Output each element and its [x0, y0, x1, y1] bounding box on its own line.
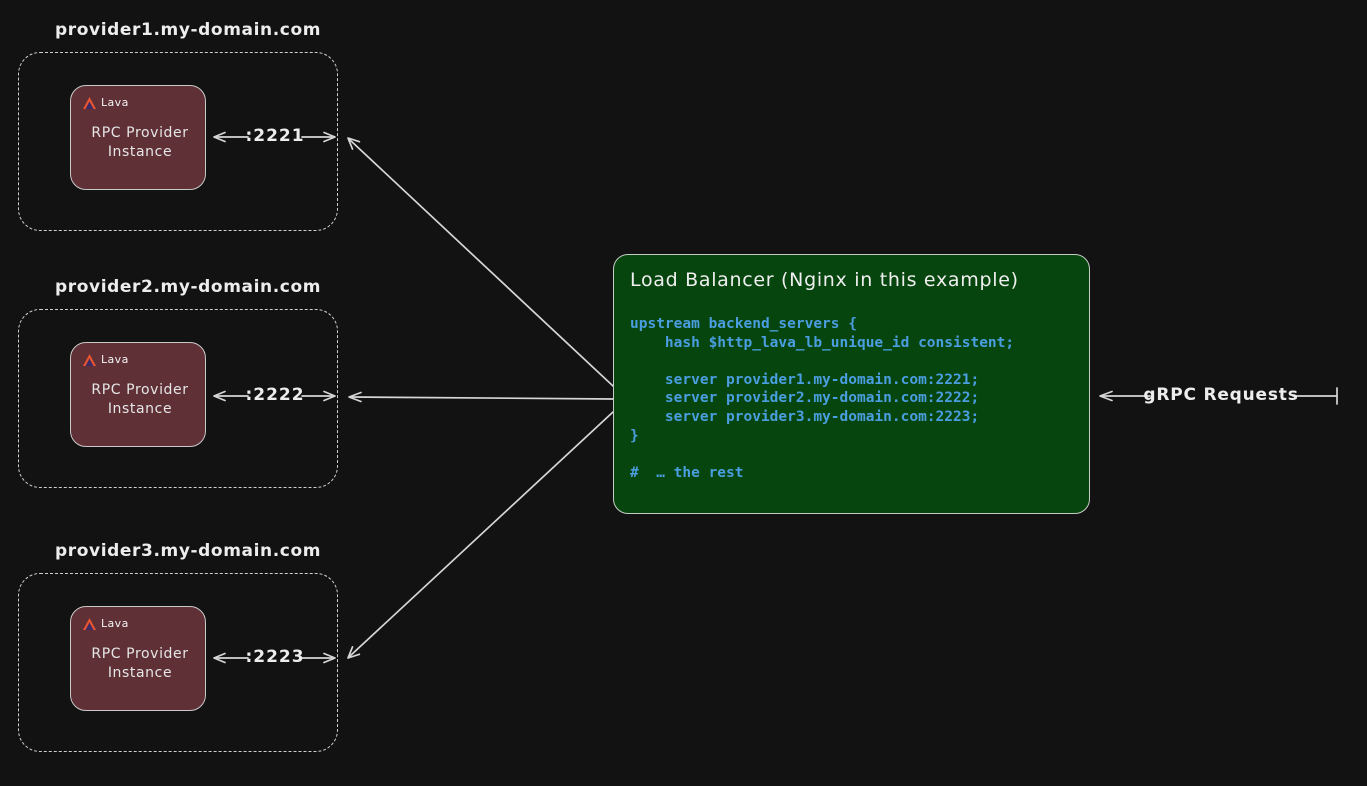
lava-triangle-icon — [83, 353, 96, 366]
lava-logo-label: Lava — [101, 617, 129, 630]
lava-logo: Lava — [83, 353, 197, 366]
provider1-port-label: :2221 — [245, 126, 305, 146]
load-balancer-title: Load Balancer (Nginx in this example) — [630, 269, 1019, 291]
provider3-port-label: :2223 — [245, 647, 305, 667]
provider1-instance-label: RPC Provider Instance — [91, 125, 189, 160]
connector-arrow-provider3 — [347, 411, 614, 659]
provider1-dashed-box — [18, 52, 338, 231]
provider2-domain-label: provider2.my-domain.com — [55, 277, 322, 297]
provider3-instance-label: RPC Provider Instance — [91, 646, 189, 681]
grpc-requests-label: gRPC Requests — [1143, 385, 1299, 405]
provider1-rpc-instance-card: Lava RPC Provider Instance — [70, 85, 206, 190]
connector-arrow-provider2 — [348, 391, 614, 403]
lava-logo: Lava — [83, 96, 197, 109]
lava-logo: Lava — [83, 617, 197, 630]
provider1-domain-label: provider1.my-domain.com — [55, 20, 322, 40]
connector-arrow-provider1 — [347, 137, 614, 387]
load-balancer-card: Load Balancer (Nginx in this example) up… — [613, 254, 1090, 514]
provider3-dashed-box — [18, 573, 338, 752]
lava-logo-label: Lava — [101, 96, 129, 109]
provider2-rpc-instance-card: Lava RPC Provider Instance — [70, 342, 206, 447]
provider2-port-label: :2222 — [245, 385, 305, 405]
provider3-domain-label: provider3.my-domain.com — [55, 541, 322, 561]
lava-triangle-icon — [83, 96, 96, 109]
lava-logo-label: Lava — [101, 353, 129, 366]
provider2-instance-label: RPC Provider Instance — [91, 382, 189, 417]
lava-triangle-icon — [83, 617, 96, 630]
provider2-dashed-box — [18, 309, 338, 488]
provider3-rpc-instance-card: Lava RPC Provider Instance — [70, 606, 206, 711]
nginx-config-code: upstream backend_servers { hash $http_la… — [630, 316, 1015, 481]
